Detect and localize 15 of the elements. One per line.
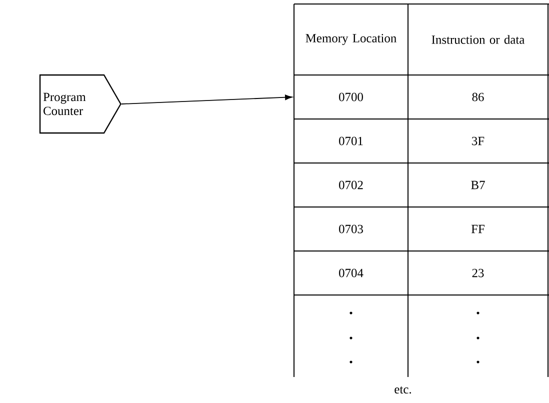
data-value: 23 (472, 268, 484, 278)
address-text: 0702 (339, 180, 363, 190)
pointer-box: Program Counter (39, 74, 122, 134)
data-value: FF (471, 224, 484, 234)
note-text: etc. (394, 386, 411, 394)
address-text: 0703 (339, 224, 363, 234)
column-header: Instruction or data (432, 35, 525, 44)
arrow (120, 94, 292, 104)
address-text: 0701 (339, 136, 363, 146)
data-value: B7 (471, 180, 485, 190)
column-header: Memory Location (306, 34, 396, 45)
address-text: 0700 (339, 92, 363, 102)
data-value: 3F (472, 136, 484, 146)
address-text: 0704 (339, 268, 364, 278)
data-value: 86 (472, 92, 484, 102)
